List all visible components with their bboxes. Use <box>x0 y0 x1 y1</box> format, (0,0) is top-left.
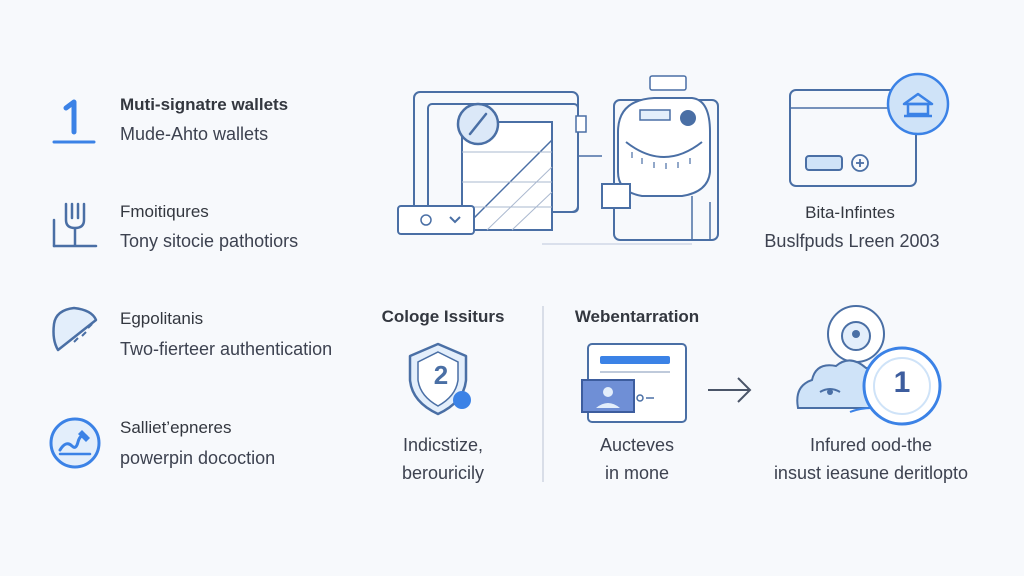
arrow-right-icon <box>708 377 752 403</box>
col1-caption-line2: berouricily <box>401 463 485 483</box>
item-2-title: Fmoitiqures <box>120 202 209 221</box>
number-one-icon <box>52 99 96 144</box>
cloud-lock-badge-icon <box>796 305 942 426</box>
col2-title: Webentarration <box>574 307 700 326</box>
col2-caption-line2: in mone <box>604 463 670 483</box>
browser-window-icon <box>581 343 687 423</box>
item-3-subtitle: Two-fierteer authentication <box>120 339 333 359</box>
col1-caption-line1: Indicstize, <box>402 435 484 455</box>
item-4-subtitle: powerpin docoction <box>120 448 276 468</box>
col3-caption-line1: Infured ood-the <box>809 435 933 455</box>
card-illustration <box>789 72 950 187</box>
signature-badge-icon <box>49 417 101 469</box>
item-3-title: Egpolitanis <box>120 309 204 328</box>
col1-title: Cologe Issiturs <box>381 307 505 326</box>
col2-caption-line1: Aucteves <box>599 435 675 455</box>
column-divider <box>542 306 544 482</box>
item-4-title: Salliet’epneres <box>120 418 232 437</box>
item-1-title: Muti-signatre wallets <box>120 95 289 114</box>
shield-badge-icon <box>408 342 471 416</box>
top-right-subtitle: Buslfpuds Lreen 2003 <box>764 231 940 251</box>
cloud-badge-number: 1 <box>893 366 911 399</box>
shield-half-icon <box>52 306 98 352</box>
item-1-subtitle: Mude-Ahto wallets <box>120 124 269 144</box>
item-2-subtitle: Tony sitocie pathotiors <box>120 231 299 251</box>
col3-caption-line2: insust ieasune deritlopto <box>773 463 969 483</box>
plug-icon <box>52 202 98 248</box>
top-right-title: Bita-Infintes <box>805 203 895 222</box>
shield-badge-number: 2 <box>433 360 449 390</box>
wallet-machine-illustration <box>397 75 719 245</box>
